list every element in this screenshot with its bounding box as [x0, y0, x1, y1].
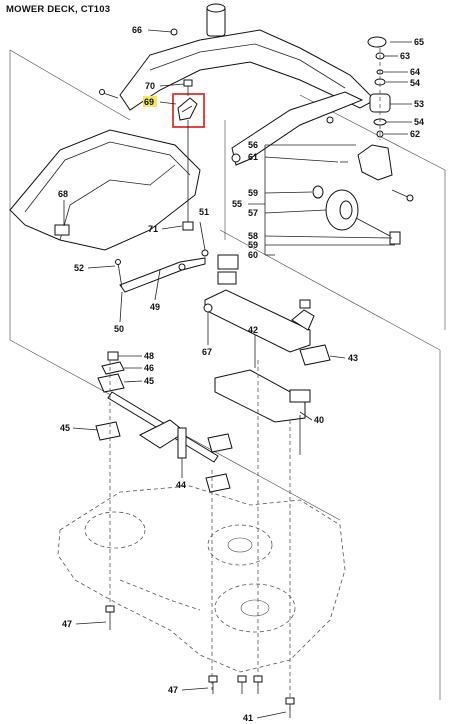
label-70: 70	[145, 81, 155, 91]
perspective-frame	[9, 49, 446, 700]
rod-51-part[interactable]	[199, 221, 209, 257]
bolt-41-part[interactable]	[285, 697, 295, 718]
leader-lines	[63, 29, 412, 719]
label-69-bg	[143, 96, 157, 107]
label-43: 43	[348, 353, 358, 363]
label-54b: 54	[414, 117, 424, 127]
label-58: 58	[248, 231, 258, 241]
label-68: 68	[58, 189, 68, 199]
linkage-part[interactable]	[115, 257, 206, 293]
label-57: 57	[248, 208, 258, 218]
mower-deck-part[interactable]	[57, 485, 346, 673]
label-49: 49	[150, 302, 160, 312]
deck-cover-plate-part[interactable]	[9, 129, 201, 251]
label-62: 62	[410, 129, 420, 139]
label-55: 55	[232, 199, 242, 209]
label-41: 41	[243, 713, 253, 723]
label-60: 60	[248, 250, 258, 260]
label-59a: 59	[248, 188, 258, 198]
label-48: 48	[144, 351, 154, 361]
label-44: 44	[176, 480, 186, 490]
label-51: 51	[199, 207, 209, 217]
label-61: 61	[248, 152, 258, 162]
label-45b: 45	[60, 423, 70, 433]
wheel-assembly-part[interactable]	[312, 144, 414, 245]
label-50: 50	[114, 324, 124, 334]
left-bracket-parts[interactable]	[95, 351, 125, 610]
label-42: 42	[248, 325, 258, 335]
page-title: MOWER DECK, CT103	[6, 4, 111, 15]
top-frame-part[interactable]	[99, 3, 376, 111]
bolt-71-part[interactable]	[182, 120, 194, 231]
lift-arm-assembly-part[interactable]	[203, 254, 331, 366]
label-40: 40	[314, 415, 324, 425]
part-number-labels: 66 65 63 64 54 70 69 53 54 62 56 61 55 5…	[58, 25, 424, 723]
side-arm-part[interactable]	[231, 91, 364, 166]
label-69: 69	[144, 97, 154, 107]
label-67: 67	[202, 347, 212, 357]
label-59b: 59	[248, 240, 258, 250]
bolt-47-left-part[interactable]	[105, 605, 115, 630]
cross-bar-40-part[interactable]	[214, 369, 311, 455]
label-63: 63	[400, 51, 410, 61]
label-64: 64	[410, 67, 420, 77]
label-66: 66	[132, 25, 142, 35]
label-47a: 47	[62, 619, 72, 629]
wheel-stack-part[interactable]	[367, 36, 391, 140]
bolt-70-part[interactable]	[183, 79, 193, 96]
label-53: 53	[414, 99, 424, 109]
label-47b: 47	[168, 685, 178, 695]
label-54a: 54	[410, 78, 420, 88]
label-46: 46	[144, 363, 154, 373]
label-65: 65	[414, 37, 424, 47]
label-45a: 45	[144, 376, 154, 386]
shaft-44-part[interactable]	[107, 391, 219, 463]
label-56: 56	[248, 140, 258, 150]
bolt-47-bottom-part[interactable]	[208, 675, 263, 694]
label-71: 71	[148, 224, 158, 234]
label-52: 52	[74, 263, 84, 273]
bracket-69-part[interactable]	[177, 97, 198, 121]
right-bracket-parts[interactable]	[205, 299, 311, 710]
highlight-box	[172, 93, 205, 128]
